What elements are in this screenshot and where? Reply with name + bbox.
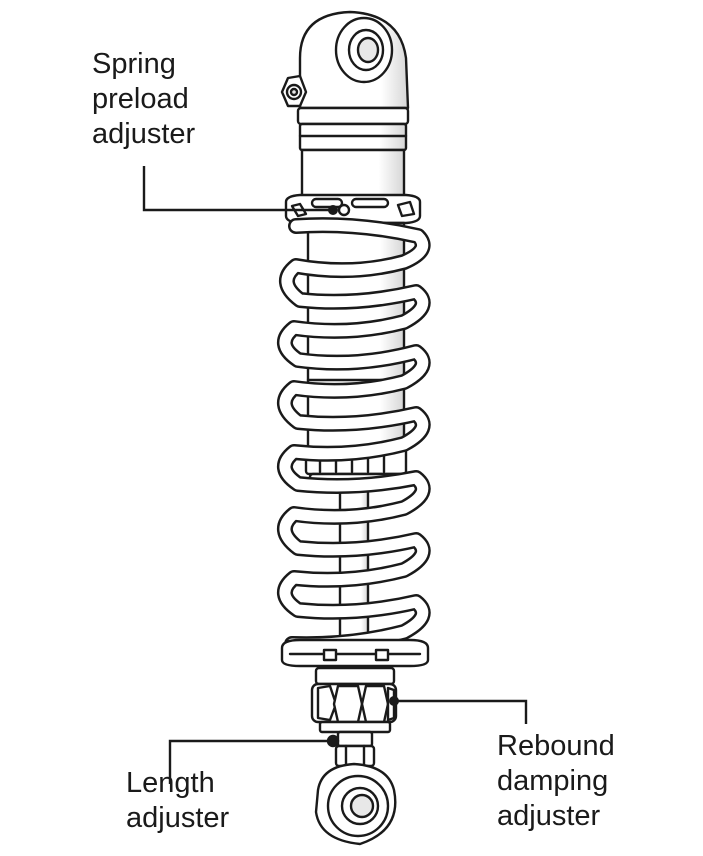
leader-dot-rebound bbox=[389, 696, 399, 706]
leader-dot-length bbox=[328, 736, 338, 746]
leader-dot-spring-preload bbox=[328, 205, 338, 215]
spring-preload-adjuster-ring bbox=[284, 193, 422, 225]
label-line: adjuster bbox=[126, 802, 230, 834]
rebound-damping-adjuster-knob bbox=[310, 666, 398, 734]
leader-rebound bbox=[394, 699, 528, 724]
label-line: Spring bbox=[92, 48, 176, 80]
lower-spring-seat bbox=[280, 638, 430, 668]
label-line: preload bbox=[92, 83, 189, 115]
label-line: adjuster bbox=[497, 800, 601, 832]
coil-spring-inner bbox=[279, 219, 429, 650]
label-spring-preload-adjuster: Spring preload adjuster bbox=[92, 47, 195, 152]
label-line: adjuster bbox=[92, 118, 196, 150]
label-line: Rebound bbox=[497, 730, 615, 762]
leader-spring-preload bbox=[142, 166, 332, 212]
label-rebound-damping-adjuster: Rebound damping adjuster bbox=[497, 729, 615, 834]
upper-body-tube bbox=[300, 148, 406, 198]
top-collar bbox=[296, 106, 410, 152]
label-line: damping bbox=[497, 765, 609, 797]
label-line: Length bbox=[126, 767, 215, 799]
top-mount-eye bbox=[280, 10, 410, 110]
leader-length bbox=[168, 739, 328, 784]
label-length-adjuster: Length adjuster bbox=[126, 766, 229, 836]
bottom-mount-eye bbox=[314, 762, 397, 846]
